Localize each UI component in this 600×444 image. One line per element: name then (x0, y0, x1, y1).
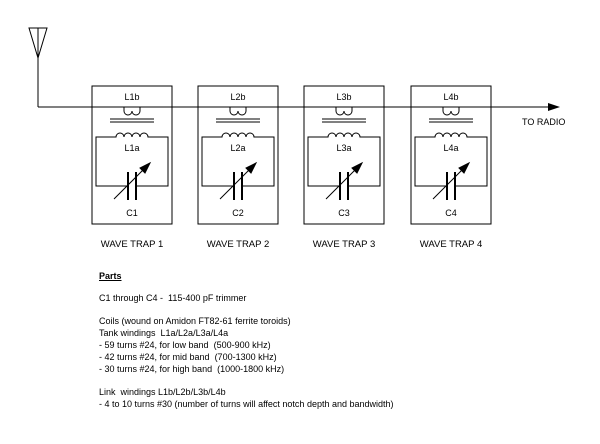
trap-enclosure (197, 85, 279, 225)
tank-wire-left (201, 136, 234, 187)
wave-trap-2 (197, 85, 279, 225)
tank-wire-left (95, 136, 128, 187)
capacitor-label: C4 (445, 208, 457, 218)
trimmer-arrow (325, 166, 359, 200)
wave-trap-title: WAVE TRAP 3 (313, 239, 375, 250)
tank-winding-item: - 59 turns #24, for low band (500-900 kH… (99, 340, 271, 350)
trap-enclosure (303, 85, 385, 225)
capacitor-label: C3 (338, 208, 350, 218)
tank-coil (108, 132, 156, 138)
trimmer-arrow (219, 166, 253, 200)
tank-winding-item: - 42 turns #24, for mid band (700-1300 k… (99, 352, 277, 362)
tank-wire-right (242, 136, 275, 187)
capacitor-label: C1 (126, 208, 138, 218)
trap-enclosure (91, 85, 173, 225)
link-coil-label: L1b (124, 92, 139, 102)
trimmer-arrow (113, 166, 147, 200)
link-coil-label: L2b (230, 92, 245, 102)
tank-wire-right (136, 136, 169, 187)
tank-winding-item: - 30 turns #24, for high band (1000-1800… (99, 364, 285, 374)
wave-trap-title: WAVE TRAP 1 (101, 239, 163, 250)
link-coil (123, 107, 141, 116)
tank-coil-label: L3a (336, 143, 351, 153)
tank-coil-label: L4a (443, 143, 458, 153)
tank-wire-left (414, 136, 447, 187)
tank-coil-label: L1a (124, 143, 139, 153)
tank-wire-right (348, 136, 381, 187)
coils-spec: Coils (wound on Amidon FT82-61 ferrite t… (99, 316, 291, 326)
tank-wire-right (455, 136, 488, 187)
antenna-symbol (28, 27, 48, 107)
arrow-head-icon (548, 103, 560, 111)
link-coil (229, 107, 247, 116)
wave-trap-title: WAVE TRAP 2 (207, 239, 269, 250)
tank-wire-left (307, 136, 340, 187)
parts-list: Parts C1 through C4 - 115-400 pF trimmer… (99, 270, 589, 410)
wave-trap-title: WAVE TRAP 4 (420, 239, 482, 250)
wave-trap-4 (410, 85, 492, 225)
arrow-head-icon (245, 161, 258, 174)
tank-coil (427, 132, 475, 138)
link-coil (442, 107, 460, 116)
tank-coil (320, 132, 368, 138)
capacitor-label: C2 (232, 208, 244, 218)
link-coil (335, 107, 353, 116)
link-winding-item: - 4 to 10 turns #30 (number of turns wil… (99, 399, 394, 409)
arrow-head-icon (458, 161, 471, 174)
tank-coil (214, 132, 262, 138)
link-windings-heading: Link windings L1b/L2b/L3b/L4b (99, 387, 226, 397)
arrow-head-icon (351, 161, 364, 174)
output-label: TO RADIO (522, 117, 565, 127)
link-coil-label: L3b (336, 92, 351, 102)
tank-windings-heading: Tank windings L1a/L2a/L3a/L4a (99, 328, 229, 338)
trap-enclosure (410, 85, 492, 225)
capacitor-spec: C1 through C4 - 115-400 pF trimmer (99, 293, 247, 303)
tank-coil-label: L2a (230, 143, 245, 153)
link-coil-label: L4b (443, 92, 458, 102)
arrow-head-icon (139, 161, 152, 174)
wave-trap-1 (91, 85, 173, 225)
trimmer-arrow (432, 166, 466, 200)
wave-trap-3 (303, 85, 385, 225)
parts-heading: Parts (99, 271, 122, 281)
